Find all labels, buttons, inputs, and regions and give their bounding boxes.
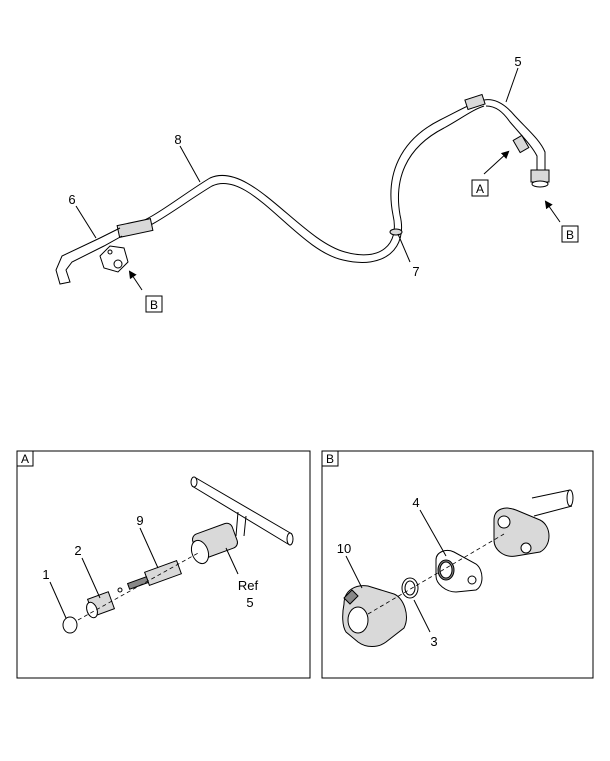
view-arrow-b-right bbox=[544, 200, 561, 223]
left-flange-fitting bbox=[99, 245, 129, 273]
callout-3: 3 bbox=[430, 634, 437, 649]
view-ref-b-right: B bbox=[566, 228, 574, 242]
hose-clip bbox=[389, 228, 403, 236]
tube-fitting-ref5 bbox=[190, 522, 238, 565]
callout-6: 6 bbox=[68, 192, 75, 207]
callout-8: 8 bbox=[174, 132, 181, 147]
leader-5 bbox=[505, 67, 519, 103]
callout-4: 4 bbox=[412, 495, 419, 510]
view-ref-a-box bbox=[471, 179, 489, 197]
callout-ref-word: Ref bbox=[238, 578, 259, 593]
tube-assembly bbox=[55, 93, 550, 285]
valve-core bbox=[117, 559, 183, 593]
callout-9: 9 bbox=[136, 513, 143, 528]
view-ref-b-left-box bbox=[145, 295, 163, 313]
service-valve bbox=[512, 134, 530, 154]
callout-2: 2 bbox=[74, 543, 81, 558]
panel-b-title: B bbox=[326, 452, 334, 466]
tube-flange bbox=[493, 507, 550, 557]
callout-7: 7 bbox=[412, 264, 419, 279]
view-arrow-b-left bbox=[128, 270, 143, 291]
detail-panel-a: A 9 2 1 Ref bbox=[16, 450, 311, 679]
valve-cap bbox=[86, 591, 116, 619]
view-ref-b-right-box bbox=[561, 225, 579, 243]
crimp-sleeve-right bbox=[464, 93, 486, 111]
callout-1: 1 bbox=[42, 567, 49, 582]
leader-6 bbox=[75, 205, 97, 239]
view-ref-b-left: B bbox=[150, 298, 158, 312]
connector-block bbox=[342, 585, 407, 647]
panel-a-title: A bbox=[21, 452, 29, 466]
callout-ref-num: 5 bbox=[246, 595, 253, 610]
callout-10: 10 bbox=[337, 541, 351, 556]
leader-8 bbox=[179, 145, 201, 183]
callout-5: 5 bbox=[514, 54, 521, 69]
view-arrow-a bbox=[483, 150, 510, 175]
view-ref-a: A bbox=[476, 182, 484, 196]
detail-panel-b: B 10 4 bbox=[321, 450, 594, 679]
o-ring bbox=[62, 616, 78, 634]
flange-gasket bbox=[435, 549, 483, 593]
right-end-fitting bbox=[530, 169, 550, 188]
leader-7 bbox=[397, 233, 411, 263]
crimp-sleeve-left bbox=[116, 218, 154, 238]
